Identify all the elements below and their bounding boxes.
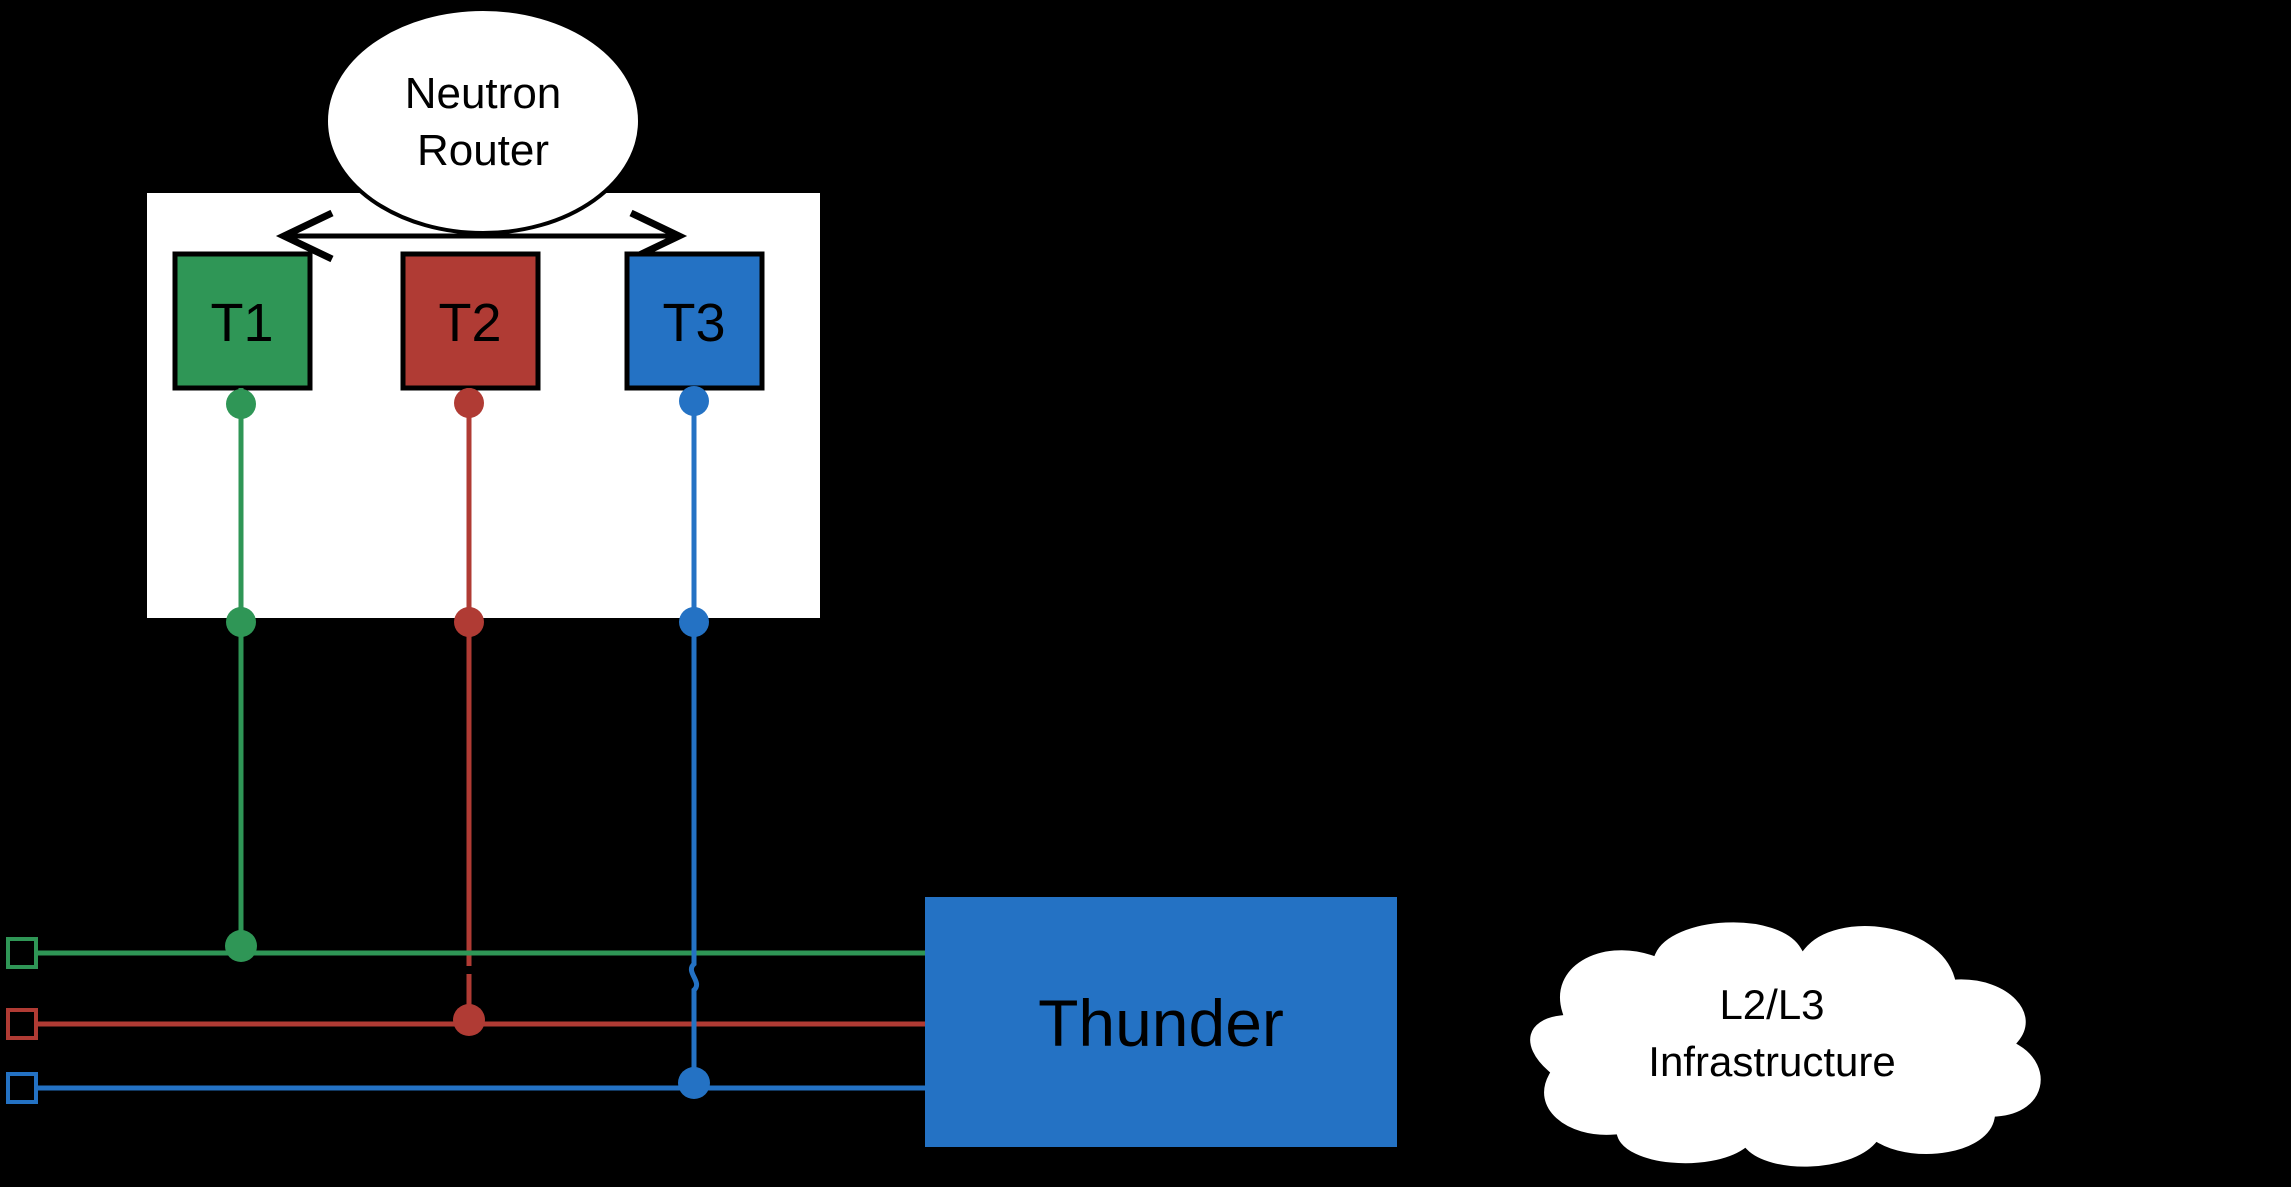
tenant1-network-lines — [6, 388, 925, 969]
tenant-box-t1 — [172, 251, 313, 391]
tenant1-junction-dot — [225, 930, 257, 962]
tenant2-port-dot — [454, 388, 484, 418]
arrow-left-head — [275, 209, 334, 263]
tenant2-panel-edge-dot — [454, 607, 484, 637]
tenant1-endpoint-square — [6, 937, 38, 969]
thunder-box — [925, 897, 1397, 1147]
neutron-router-label-line2: Router — [417, 126, 549, 175]
cloud-label-line1: L2/L3 — [1719, 981, 1824, 1028]
infrastructure-cloud — [1525, 917, 2046, 1172]
tenant1-connection-dots — [225, 389, 257, 962]
tenant2-junction-dot — [453, 1004, 485, 1036]
router-span-arrow — [275, 209, 688, 263]
tenant3-network-lines — [6, 388, 925, 1104]
tenant3-panel-edge-dot — [679, 607, 709, 637]
tenant3-connection-dots — [678, 386, 710, 1099]
tenant-label-t1: T1 — [210, 293, 273, 353]
tenant-label-t2: T2 — [438, 293, 501, 353]
tenant3-vertical-link — [688, 388, 700, 1083]
arrow-right-head — [629, 209, 688, 263]
cloud-label-line2: Infrastructure — [1648, 1038, 1895, 1085]
tenant2-endpoint-square — [6, 1008, 38, 1040]
tenant3-endpoint-square — [6, 1072, 38, 1104]
tenant3-port-dot — [679, 386, 709, 416]
neutron-router-label-line1: Neutron — [405, 69, 562, 118]
tenant1-panel-edge-dot — [226, 607, 256, 637]
thunder-label: Thunder — [1038, 986, 1284, 1060]
tenant3-junction-dot — [678, 1067, 710, 1099]
neutron-router-ellipse — [324, 7, 642, 235]
tenant-label-t3: T3 — [662, 293, 725, 353]
tenant1-port-dot — [226, 389, 256, 419]
tenant2-connection-dots — [453, 388, 485, 1036]
